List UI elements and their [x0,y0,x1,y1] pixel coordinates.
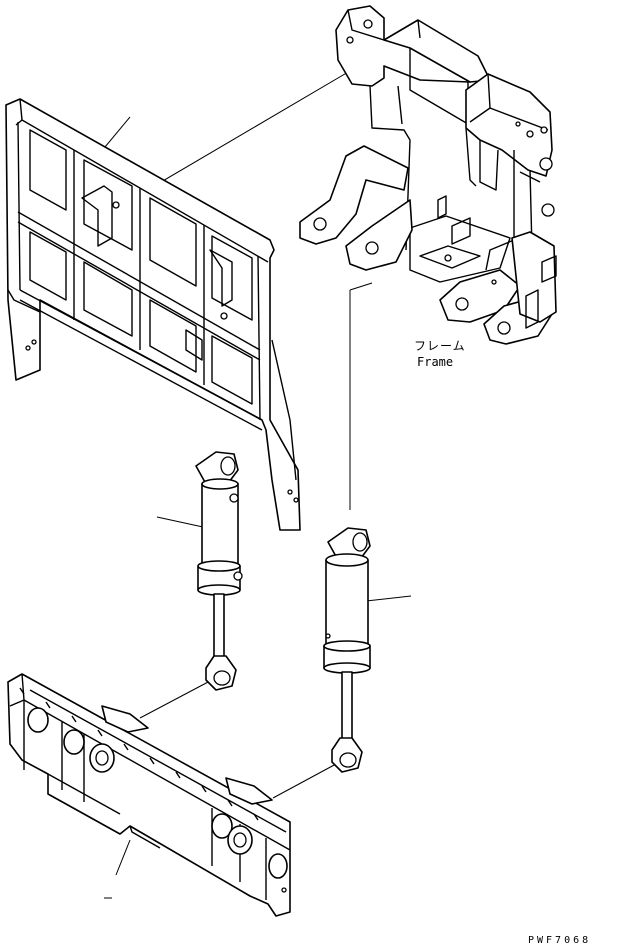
mast-frame [299,5,557,345]
fork-carriage [7,673,291,917]
drawing-code: PWF7068 [528,935,592,946]
load-backrest-guard [5,98,301,531]
leader-left-cylinder [156,516,204,528]
connect-cylinder-carriage-left [139,680,211,719]
leader-right-cylinder [365,595,412,602]
leader-carriage [115,839,131,876]
frame-label-japanese: フレーム [414,339,466,353]
tilt-cylinder-left [195,451,243,691]
tilt-cylinder-right [323,527,371,773]
connect-frame-cylinder-top [349,282,373,291]
frame-label-english: Frame [417,355,454,369]
connect-cylinder-carriage-right [272,763,337,799]
